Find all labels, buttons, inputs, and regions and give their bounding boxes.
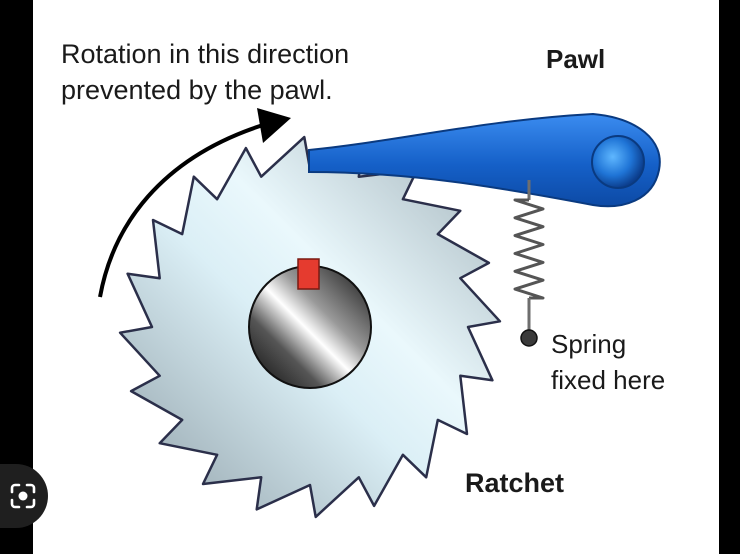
diagram-canvas: Rotation in this direction prevented by … bbox=[33, 0, 719, 554]
rotation-arrow-head bbox=[257, 108, 291, 143]
spring-label: Spring fixed here bbox=[551, 326, 665, 398]
pawl-arm bbox=[308, 112, 661, 208]
pawl-label: Pawl bbox=[546, 44, 606, 74]
spring-label-line-1: Spring bbox=[551, 329, 627, 359]
rotation-caption: Rotation in this direction prevented by … bbox=[61, 36, 441, 108]
rotation-arrow bbox=[98, 123, 264, 298]
spring-label-line-2: fixed here bbox=[551, 365, 666, 395]
visual-search-lens-icon bbox=[10, 483, 36, 509]
caption-line-2: prevented by the pawl. bbox=[61, 75, 333, 105]
ratchet-label: Ratchet bbox=[465, 468, 565, 498]
ratchet-diagram bbox=[98, 108, 661, 519]
hub-key bbox=[297, 258, 320, 290]
spring-anchor bbox=[520, 329, 538, 347]
caption-line-1: Rotation in this direction bbox=[61, 39, 350, 69]
spring-coil bbox=[513, 198, 545, 300]
pawl-pivot bbox=[591, 135, 645, 189]
